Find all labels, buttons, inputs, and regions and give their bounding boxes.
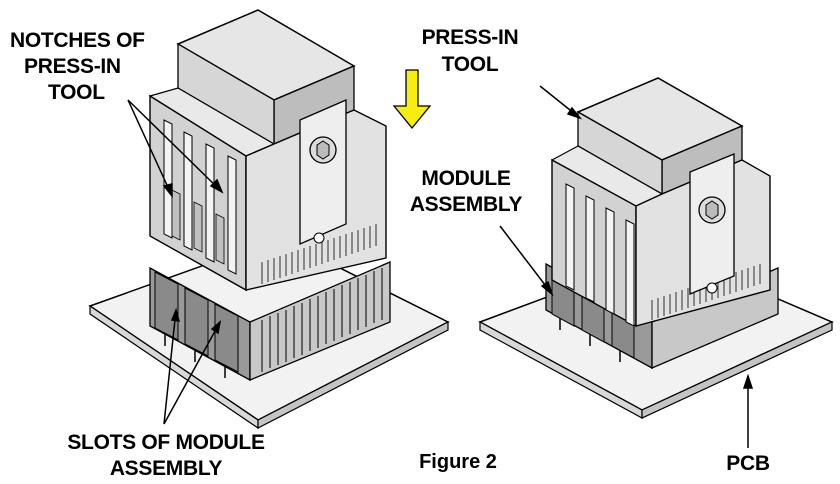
slots-label: SLOTS OF MODULE ASSEMBLY (67, 431, 265, 480)
module-assembly-label-line-2: ASSEMBLY (410, 193, 523, 216)
press-in-tool-label-line-2: TOOL (442, 53, 499, 76)
module-assembly-label-line-1: MODULE (421, 167, 510, 190)
left-press-in-tool (148, 9, 387, 292)
notches-label-line-1: NOTCHES OF (10, 29, 145, 52)
module-assembly-label: MODULE ASSEMBLY (410, 167, 523, 216)
right-press-in-tool (550, 77, 771, 328)
slots-label-line-1: SLOTS OF MODULE (67, 431, 265, 454)
pcb-label: PCB (726, 452, 770, 475)
left-module-housing (149, 261, 391, 382)
left-assembly (88, 9, 450, 430)
slots-label-line-2: ASSEMBLY (110, 457, 223, 480)
right-assembly (478, 77, 834, 420)
notches-label: NOTCHES OF PRESS-IN TOOL (10, 29, 145, 104)
press-in-tool-label: PRESS-IN TOOL (422, 26, 519, 76)
notches-label-line-3: TOOL (48, 81, 105, 104)
leader-lines (127, 85, 754, 448)
notches-label-line-2: PRESS-IN (24, 55, 121, 78)
press-direction-arrow-icon (392, 69, 432, 130)
figure-caption: Figure 2 (419, 451, 497, 473)
press-in-tool-label-line-1: PRESS-IN (422, 26, 519, 49)
